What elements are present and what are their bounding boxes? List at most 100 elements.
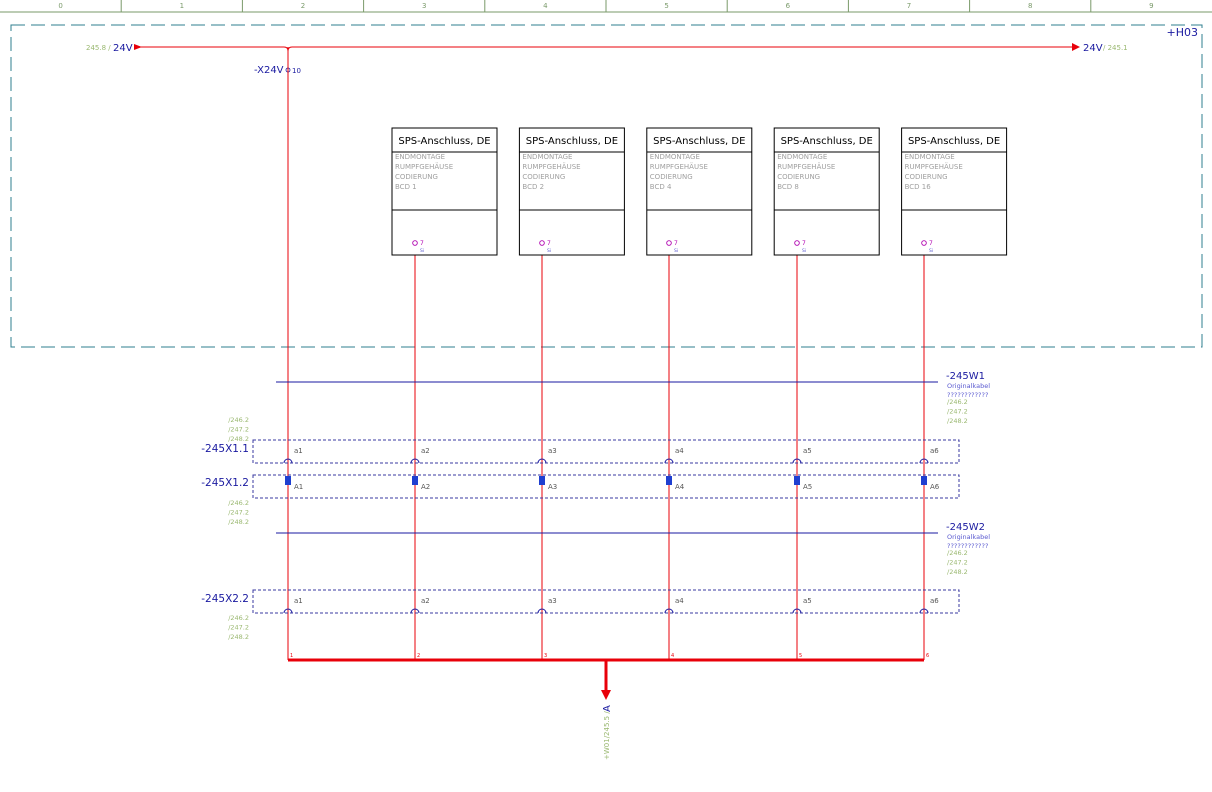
location-label: +H03: [1167, 26, 1199, 39]
connector-ref: /248.2: [228, 435, 249, 443]
module-title: SPS-Anschluss, DE: [781, 136, 873, 147]
pin-label: a6: [930, 597, 939, 605]
connector-ref: /247.2: [228, 624, 249, 632]
module-line: BCD 16: [905, 183, 932, 191]
module-pin-sub: Si: [420, 248, 424, 254]
pin-label: a6: [930, 447, 939, 455]
cable-code: ????????????: [947, 391, 988, 399]
cable-ref: /247.2: [947, 408, 968, 416]
module-pin-num: 7: [420, 240, 424, 247]
ruler-label: 6: [786, 2, 791, 10]
connector-name: -245X2.2: [201, 593, 249, 605]
terminal-name: -X24V: [254, 65, 284, 76]
module-pin-num: 7: [674, 240, 678, 247]
pin-label: a4: [675, 597, 684, 605]
module-line: CODIERUNG: [777, 173, 820, 181]
connector: -245X2.2/246.2/247.2/248.2 a1 a2 a3 a4 a5 a6: [201, 589, 960, 641]
pin-label: a2: [421, 447, 430, 455]
module-pin-sub: Si: [674, 248, 678, 254]
module-line: CODIERUNG: [395, 173, 438, 181]
module-pin-num: 7: [547, 240, 551, 247]
cable-ref: /248.2: [947, 417, 968, 425]
pin-contact: [537, 458, 547, 464]
cable-ref: /246.2: [947, 398, 968, 406]
module-line: RUMPFGEHÄUSE: [395, 162, 453, 171]
bus-arrow-ref: +W01/245.5 /: [603, 711, 611, 760]
right-supply-ref: / 245.1: [1103, 44, 1128, 52]
wire-number: 1: [290, 653, 293, 659]
pin-label: a4: [675, 447, 684, 455]
cable-ref: /247.2: [947, 559, 968, 567]
pin-label: A5: [803, 483, 812, 491]
pin-contact: [539, 476, 545, 485]
module-title: SPS-Anschluss, DE: [653, 136, 745, 147]
module-title: SPS-Anschluss, DE: [908, 136, 1000, 147]
pin-label: a5: [803, 597, 812, 605]
cable-type: Originalkabel: [947, 382, 990, 390]
pin-label: a5: [803, 447, 812, 455]
supply-rail: 245.8 / 24V 24V / 245.1 -X24V 10: [86, 43, 1128, 76]
cable-name: -245W2: [946, 522, 985, 533]
pin-contact: [792, 608, 802, 614]
left-supply-ref: 245.8 /: [86, 44, 111, 52]
module-line: CODIERUNG: [905, 173, 948, 181]
pin-label: a3: [548, 597, 557, 605]
plc-module: SPS-Anschluss, DEENDMONTAGERUMPFGEHÄUSEC…: [646, 127, 753, 256]
cable: -245W2Originalkabel????????????/246.2/24…: [276, 522, 990, 576]
module-pin: [666, 240, 672, 246]
module-line: BCD 1: [395, 183, 417, 191]
module-pin-num: 7: [929, 240, 933, 247]
module-pin: [539, 240, 545, 246]
module-pin-num: 7: [802, 240, 806, 247]
right-supply-label: 24V: [1083, 43, 1103, 54]
right-arrow-icon: [1072, 43, 1080, 51]
pin-label: a1: [294, 597, 303, 605]
cable-name: -245W1: [946, 371, 985, 382]
connector-ref: /248.2: [228, 633, 249, 641]
ruler-label: 2: [301, 2, 305, 10]
ruler-label: 4: [543, 2, 548, 10]
connector-ref: /246.2: [228, 614, 249, 622]
ruler-label: 8: [1028, 2, 1032, 10]
module-title: SPS-Anschluss, DE: [398, 136, 490, 147]
module-pin-sub: Si: [802, 248, 806, 254]
pin-contact: [410, 608, 420, 614]
module-pin: [794, 240, 800, 246]
ruler-label: 3: [422, 2, 426, 10]
pin-contact: [664, 608, 674, 614]
cables: -245W1Originalkabel????????????/246.2/24…: [276, 371, 990, 576]
ruler-label: 0: [58, 2, 62, 10]
module-line: CODIERUNG: [650, 173, 693, 181]
module-line: RUMPFGEHÄUSE: [905, 162, 963, 171]
connector-name: -245X1.1: [201, 443, 249, 455]
pin-label: a3: [548, 447, 557, 455]
left-arrow-icon: [134, 44, 142, 50]
plc-module: SPS-Anschluss, DEENDMONTAGERUMPFGEHÄUSEC…: [518, 127, 625, 256]
bus-arrow-icon: [601, 690, 611, 700]
module-pin: [921, 240, 927, 246]
pin-label: a1: [294, 447, 303, 455]
connector-ref: /246.2: [228, 416, 249, 424]
wire-number: 6: [926, 653, 929, 659]
pin-contact: [919, 458, 929, 464]
module-line: ENDMONTAGE: [905, 153, 955, 161]
module-line: ENDMONTAGE: [777, 153, 827, 161]
ruler-label: 1: [180, 2, 184, 10]
module-title: SPS-Anschluss, DE: [526, 136, 618, 147]
pin-label: A3: [548, 483, 557, 491]
connector-ref: /248.2: [228, 518, 249, 526]
pin-label: a2: [421, 597, 430, 605]
module-pin: [412, 240, 418, 246]
pin-contact: [666, 476, 672, 485]
pin-label: A2: [421, 483, 430, 491]
module-line: ENDMONTAGE: [395, 153, 445, 161]
pin-contact: [410, 458, 420, 464]
module-line: BCD 4: [650, 183, 672, 191]
module-line: CODIERUNG: [522, 173, 565, 181]
